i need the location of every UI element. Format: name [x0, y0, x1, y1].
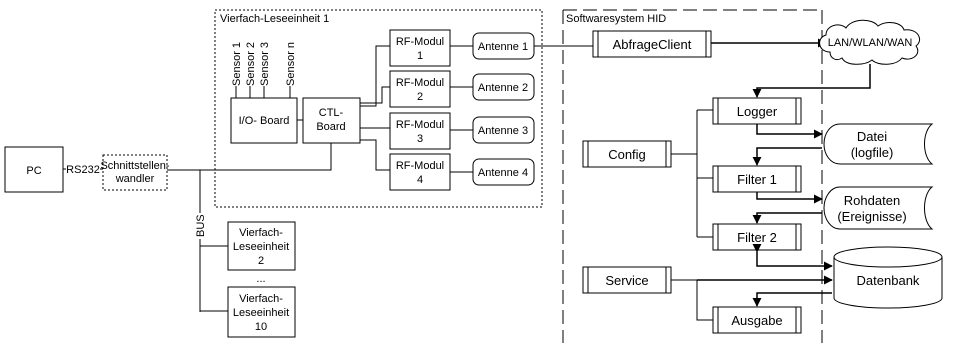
software-system-title: Softwaresystem HID: [566, 13, 666, 25]
filter-1-label: Filter 1: [737, 172, 777, 187]
datenbank-label: Datenbank: [857, 273, 920, 288]
bus-label: BUS: [195, 214, 207, 237]
datenbank-cylinder: Datenbank: [833, 246, 943, 309]
reader-unit-10-line3: 10: [255, 321, 267, 333]
sensor-2-label: Sensor 2: [245, 42, 257, 86]
converter-label-line2: wandler: [115, 173, 155, 185]
abfrage-client-label: AbfrageClient: [613, 37, 692, 52]
ctl-board-label-line2: Board: [316, 121, 345, 133]
filter-2-label: Filter 2: [737, 230, 777, 245]
ellipsis-label: ...: [256, 273, 265, 285]
rf-module-1: RF-Modul 1: [389, 29, 451, 67]
ausgabe-box: Ausgabe: [712, 306, 802, 334]
converter-label-line1: Schnittstellen-: [100, 160, 169, 172]
reader-unit-2-line3: 2: [258, 255, 264, 267]
reader-unit-10-line2: Leseeinheit: [233, 307, 289, 319]
filter-2-box: Filter 2: [712, 223, 802, 251]
io-board-label: I/O- Board: [239, 115, 290, 127]
antenna-4-label: Antenne 4: [478, 167, 528, 179]
antenna-4: Antenne 4: [472, 158, 535, 186]
antenna-2-label: Antenne 2: [478, 82, 528, 94]
reader-unit-2-line2: Leseeinheit: [233, 241, 289, 253]
software-system-boundary: Softwaresystem HID: [562, 9, 823, 343]
datei-label-line2: (logfile): [851, 145, 894, 160]
rf-module-3-label: RF-Modul: [396, 119, 444, 131]
config-label: Config: [608, 147, 646, 162]
rohdaten-storage: Rohdaten (Ereignisse): [823, 186, 934, 230]
rf-module-4: RF-Modul 4: [389, 153, 451, 191]
reader-unit-2-line1: Vierfach-: [239, 227, 283, 239]
rf-module-4-number: 4: [417, 174, 423, 186]
logger-label: Logger: [737, 104, 778, 119]
rf-module-2: RF-Modul 2: [389, 70, 451, 108]
network-label: LAN/WLAN/WAN: [828, 37, 913, 49]
sensor-3-label: Sensor 3: [259, 42, 271, 86]
antenna-3: Antenne 3: [472, 116, 535, 144]
io-board: I/O- Board: [230, 97, 298, 144]
reader-unit-2: Vierfach- Leseeinheit 2: [227, 221, 296, 271]
antenna-1: Antenne 1: [472, 32, 535, 60]
rf-module-3-number: 3: [417, 133, 423, 145]
rohdaten-label-line1: Rohdaten: [844, 193, 900, 208]
sensor-1-label: Sensor 1: [231, 42, 243, 86]
antenna-1-label: Antenne 1: [478, 41, 528, 53]
rf-module-3: RF-Modul 3: [389, 112, 451, 150]
antenna-3-label: Antenne 3: [478, 125, 528, 137]
rf-module-2-number: 2: [417, 91, 423, 103]
ctl-board: CTL- Board: [302, 97, 361, 144]
service-label: Service: [605, 273, 648, 288]
reader-unit-10: Vierfach- Leseeinheit 10: [227, 286, 296, 338]
rs232-label: RS232: [66, 164, 100, 176]
rf-module-2-label: RF-Modul: [396, 77, 444, 89]
rf-module-1-label: RF-Modul: [396, 36, 444, 48]
reader-unit-10-line1: Vierfach-: [239, 293, 283, 305]
config-box: Config: [582, 140, 672, 168]
interface-converter: Schnittstellen- wandler: [100, 154, 170, 191]
datei-storage: Datei (logfile): [823, 123, 934, 165]
reader-unit-1-group: Vierfach-Leseeinheit 1: [214, 9, 543, 208]
pc-label: PC: [26, 165, 41, 177]
sensor-n-label: Sensor n: [285, 42, 297, 86]
logger-box: Logger: [712, 97, 802, 125]
filter-1-box: Filter 1: [712, 165, 802, 193]
antenna-2: Antenne 2: [472, 73, 535, 101]
service-box: Service: [582, 266, 672, 294]
rf-module-1-number: 1: [417, 50, 423, 62]
pc-box: PC: [4, 146, 64, 193]
abfrage-client-box: AbfrageClient: [592, 30, 712, 58]
ausgabe-label: Ausgabe: [731, 313, 782, 328]
rf-module-4-label: RF-Modul: [396, 160, 444, 172]
datei-label-line1: Datei: [857, 129, 887, 144]
reader-unit-1-title: Vierfach-Leseeinheit 1: [220, 13, 329, 25]
ctl-board-label-line1: CTL-: [319, 107, 344, 119]
network-cloud: LAN/WLAN/WAN: [819, 19, 920, 65]
rohdaten-label-line2: (Ereignisse): [837, 209, 906, 224]
sensor-labels: Sensor 1 Sensor 2 Sensor 3 Sensor n: [231, 42, 297, 98]
